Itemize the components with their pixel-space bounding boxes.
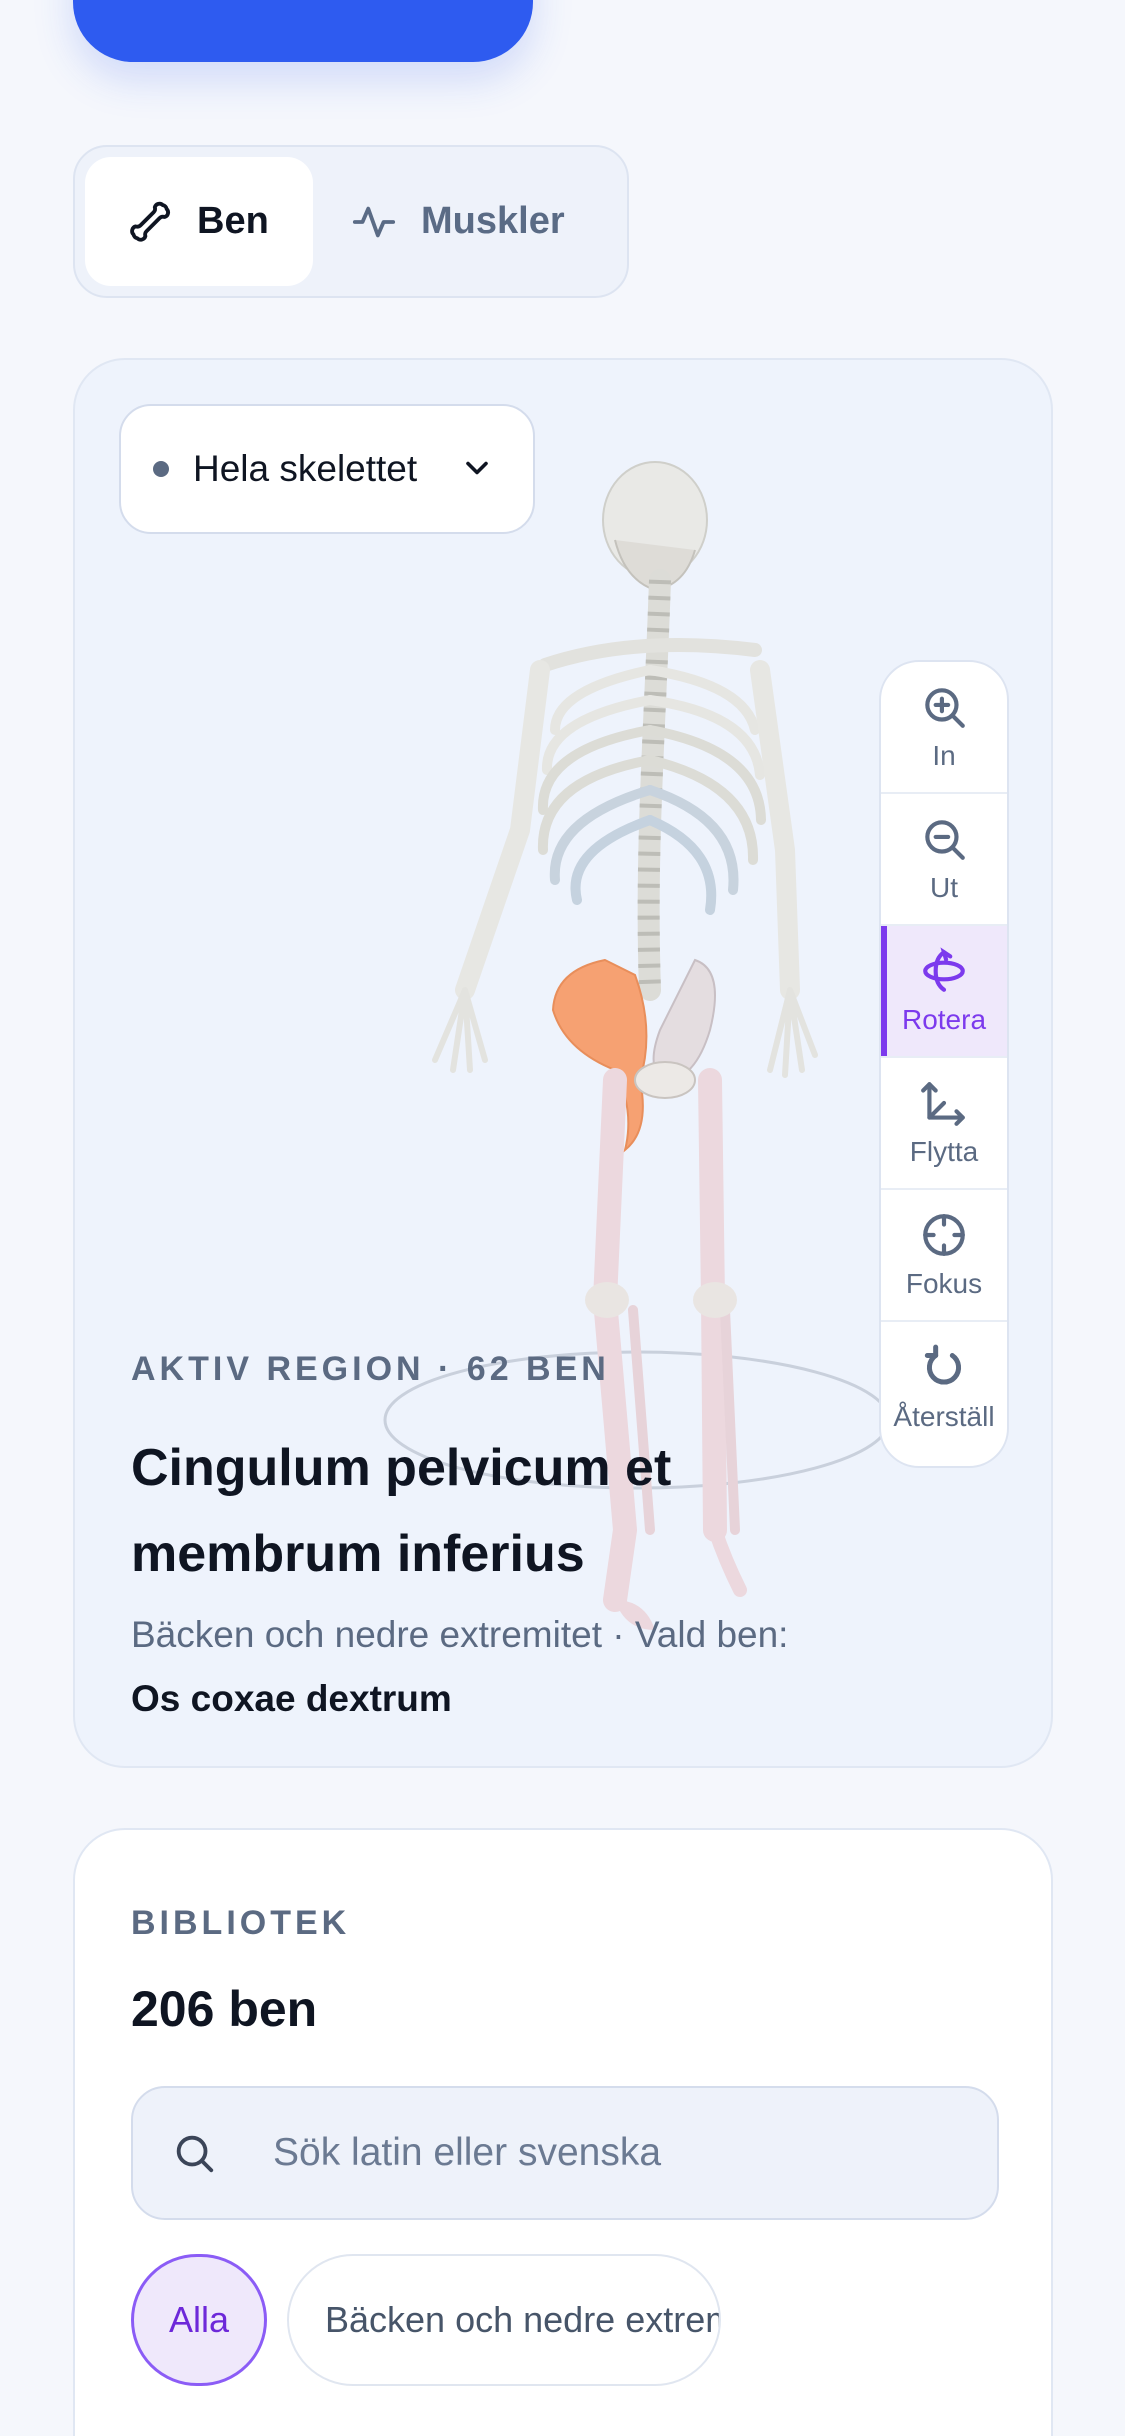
tab-ben-label: Ben [197, 200, 269, 242]
status-dot [153, 461, 169, 477]
search-input[interactable] [273, 2131, 973, 2175]
zoom-out-label: Ut [930, 872, 958, 903]
search-icon [176, 2135, 214, 2173]
zoom-in-icon [925, 688, 965, 728]
rotate-button[interactable]: Rotera [881, 926, 1007, 1058]
tab-ben[interactable]: Ben [85, 157, 313, 286]
selected-bone-name: Os coxae dextrum [131, 1678, 452, 1719]
library-card: BIBLIOTEK 206 ben Alla Bäcken och nedre … [73, 1828, 1053, 2436]
reset-label: Återställ [893, 1401, 995, 1432]
region-subtitle-text: Bäcken och nedre extremitet · Vald ben: [131, 1614, 789, 1655]
zoom-in-button[interactable]: In [881, 662, 1007, 794]
zoom-out-icon [925, 820, 965, 860]
tab-muskler-label: Muskler [421, 200, 565, 242]
primary-action-button[interactable] [73, 0, 533, 62]
mode-segmented-control: Ben Muskler [73, 145, 629, 298]
region-dropdown-label: Hela skelettet [193, 448, 418, 489]
zoom-out-button[interactable]: Ut [881, 794, 1007, 926]
bone-icon [130, 201, 171, 242]
skeleton-3d-model[interactable] [315, 430, 915, 1760]
pulse-icon [352, 206, 396, 237]
rotate-icon [923, 947, 965, 992]
chevron-down-icon [466, 461, 488, 475]
library-eyebrow: BIBLIOTEK [131, 1904, 351, 1942]
focus-label: Fokus [905, 1268, 983, 1299]
focus-button[interactable]: Fokus [881, 1190, 1007, 1322]
focus-icon [923, 1214, 965, 1256]
move-icon [921, 1082, 965, 1126]
reset-icon [924, 1344, 962, 1385]
move-label: Flytta [909, 1136, 979, 1167]
library-count: 206 ben [131, 1981, 318, 2037]
viewer-toolbar: In Ut Rotera Flytta Fokus Återställ [879, 660, 1009, 1468]
active-region-title: Cingulum pelvicum et membrum inferius [131, 1439, 672, 1583]
move-button[interactable]: Flytta [881, 1058, 1007, 1190]
chip-alla[interactable]: Alla [131, 2254, 267, 2386]
rotate-label: Rotera [901, 1004, 987, 1035]
chip-backen-och-nedre-extremitet[interactable]: Bäcken och nedre extremitet [287, 2254, 721, 2386]
zoom-in-label: In [932, 740, 956, 771]
filter-chips: Alla Bäcken och nedre extremitet [131, 2254, 721, 2386]
active-region-subtitle: Bäcken och nedre extremitet · Vald ben: … [131, 1603, 811, 1731]
tab-muskler[interactable]: Muskler [313, 157, 603, 286]
region-dropdown[interactable]: Hela skelettet [119, 404, 535, 534]
active-region-info: AKTIV REGION · 62 BEN Cingulum pelvicum … [131, 1350, 831, 1731]
skeleton-viewer[interactable]: Hela skelettet [73, 358, 1053, 1768]
active-region-eyebrow: AKTIV REGION · 62 BEN [131, 1350, 610, 1388]
search-field[interactable] [131, 2086, 999, 2220]
reset-button[interactable]: Återställ [881, 1322, 1007, 1454]
